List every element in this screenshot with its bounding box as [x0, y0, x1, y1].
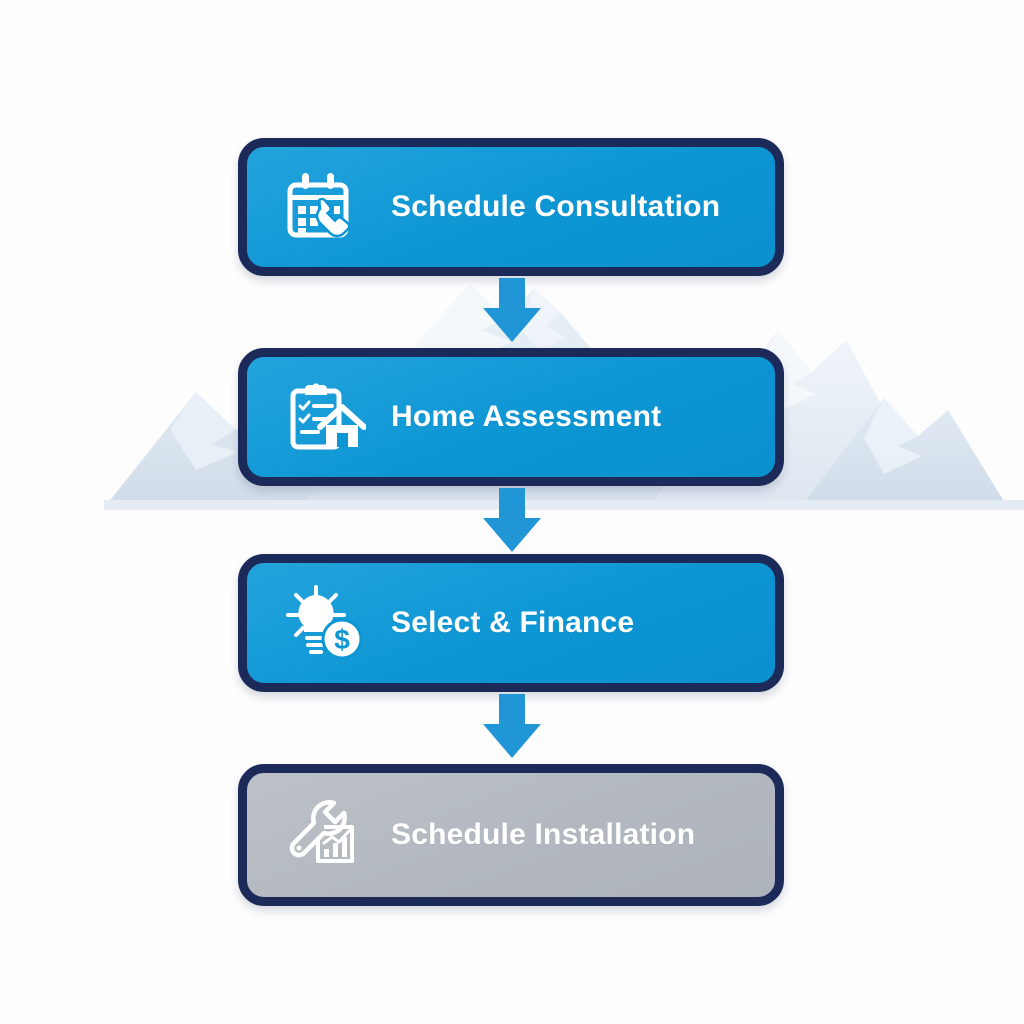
connector-arrow-3 [483, 694, 541, 758]
wrench-glyph [289, 800, 347, 858]
step-label: Schedule Consultation [391, 190, 721, 223]
step-schedule-consultation[interactable]: Schedule Consultation [238, 138, 784, 276]
step-label: Home Assessment [391, 400, 662, 433]
step-schedule-installation[interactable]: Schedule Installation [238, 764, 784, 906]
arrow-down-icon [483, 694, 541, 758]
svg-text:$: $ [334, 624, 350, 655]
wrench-chart-icon [281, 792, 367, 878]
phone-handset-glyph [315, 197, 351, 238]
step-select-and-finance[interactable]: $ Select & Finance [238, 554, 784, 692]
bar-chart-glyph [316, 825, 354, 863]
clipboard-house-icon [281, 374, 367, 460]
arrow-down-icon [483, 488, 541, 552]
dollar-coin-glyph: $ [321, 618, 363, 660]
house-glyph [317, 404, 366, 447]
step-label: Schedule Installation [391, 818, 696, 851]
connector-arrow-2 [483, 488, 541, 552]
step-home-assessment[interactable]: Home Assessment [238, 348, 784, 486]
connector-arrow-1 [483, 278, 541, 342]
calendar-phone-icon [281, 164, 367, 250]
step-label: Select & Finance [391, 606, 635, 639]
lightbulb-dollar-icon: $ [281, 580, 367, 666]
arrow-down-icon [483, 278, 541, 342]
